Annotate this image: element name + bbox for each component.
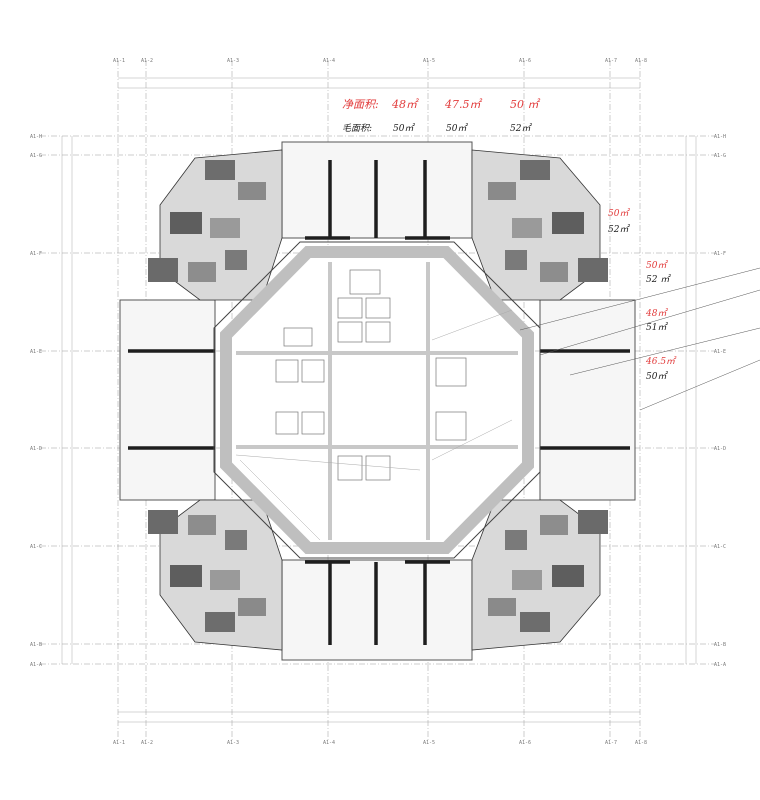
gross-area-3: 52㎡ — [510, 123, 532, 134]
grid-label-right-c: A1-C — [714, 544, 726, 550]
corridor-octagon-outline — [213, 241, 541, 559]
grid-label-top-2: A1-2 — [141, 58, 153, 64]
side-net-3: 48㎡ — [645, 308, 668, 319]
dimension-lines — [61, 77, 697, 723]
grid-label-right-h: A1-H — [714, 134, 726, 140]
corridor-octagon — [220, 246, 534, 554]
grid-label-left-a: A1-A — [30, 662, 42, 668]
side-gross-2: 52 ㎡ — [646, 274, 671, 285]
core-diagonals — [235, 309, 513, 541]
grid-label-left-g: A1-G — [30, 153, 42, 159]
grid-label-left-e: A1-E — [30, 349, 42, 355]
grid-label-right-d: A1-D — [714, 446, 726, 452]
corner-unit-top-left — [148, 149, 283, 301]
grid-label-top-7: A1-7 — [605, 58, 617, 64]
grid-label-left-f: A1-F — [30, 251, 42, 257]
grid-label-left-c: A1-C — [30, 544, 42, 550]
wing-left — [119, 299, 216, 501]
grid-label-top-1: A1-1 — [113, 58, 125, 64]
grid-label-right-b: A1-B — [714, 642, 726, 648]
grid-label-right-f: A1-F — [714, 251, 726, 257]
grid-labels-top: A1-1 A1-2 A1-3 A1-4 A1-5 A1-6 A1-7 A1-8 — [113, 58, 647, 64]
corner-unit-bottom-right — [471, 499, 608, 651]
side-net-1: 50㎡ — [608, 208, 630, 219]
grid-label-left-h: A1-H — [30, 134, 42, 140]
corner-unit-bottom-left — [148, 499, 283, 651]
grid-label-bottom-6: A1-6 — [519, 740, 531, 746]
grid-label-bottom-5: A1-5 — [423, 740, 435, 746]
grid-label-bottom-1: A1-1 — [113, 740, 125, 746]
grid-label-top-6: A1-6 — [519, 58, 531, 64]
net-area-2: 47.5㎡ — [444, 98, 482, 111]
leader-lines — [519, 267, 760, 411]
partition-walls — [128, 160, 630, 645]
grid-label-left-b: A1-B — [30, 642, 42, 648]
grid-label-bottom-3: A1-3 — [227, 740, 239, 746]
grid-label-left-d: A1-D — [30, 446, 42, 452]
grid-label-bottom-8: A1-8 — [635, 740, 647, 746]
side-gross-3: 51㎡ — [646, 322, 668, 333]
area-annotations-side: 50㎡ 52㎡ 50㎡ 52 ㎡ 48㎡ 51㎡ 46.5㎡ 50㎡ — [608, 208, 677, 382]
area-annotations-top: 净面积: 48㎡ 47.5㎡ 50 ㎡ 毛面积: 50㎡ 50㎡ 52㎡ — [342, 98, 540, 134]
grid-label-bottom-4: A1-4 — [323, 740, 335, 746]
core — [236, 262, 518, 540]
grid-label-top-4: A1-4 — [323, 58, 335, 64]
grid-labels-left: A1-H A1-G A1-F A1-E A1-D A1-C A1-B A1-A — [30, 134, 42, 668]
grid-labels-bottom: A1-1 A1-2 A1-3 A1-4 A1-5 A1-6 A1-7 A1-8 — [113, 740, 647, 746]
grid-label-right-g: A1-G — [714, 153, 726, 159]
grid-label-right-e: A1-E — [714, 349, 726, 355]
side-gross-1: 52㎡ — [608, 224, 630, 235]
grid-label-bottom-2: A1-2 — [141, 740, 153, 746]
grid-labels-right: A1-H A1-G A1-F A1-E A1-D A1-C A1-B A1-A — [714, 134, 726, 668]
side-net-2: 50㎡ — [646, 260, 668, 271]
net-area-1: 48㎡ — [391, 98, 419, 111]
corner-unit-top-right — [471, 149, 608, 301]
core-rooms — [275, 269, 467, 481]
net-area-label: 净面积: — [342, 98, 379, 111]
gross-area-2: 50㎡ — [446, 123, 468, 134]
gross-area-1: 50㎡ — [393, 123, 415, 134]
grid-label-top-3: A1-3 — [227, 58, 239, 64]
gross-area-label: 毛面积: — [342, 123, 372, 134]
grid-label-bottom-7: A1-7 — [605, 740, 617, 746]
grid-label-right-a: A1-A — [714, 662, 726, 668]
side-net-4: 46.5㎡ — [645, 356, 677, 367]
grid-label-top-8: A1-8 — [635, 58, 647, 64]
grid-label-top-5: A1-5 — [423, 58, 435, 64]
net-area-3: 50 ㎡ — [510, 98, 540, 111]
wing-right — [539, 299, 636, 501]
side-gross-4: 50㎡ — [646, 371, 668, 382]
